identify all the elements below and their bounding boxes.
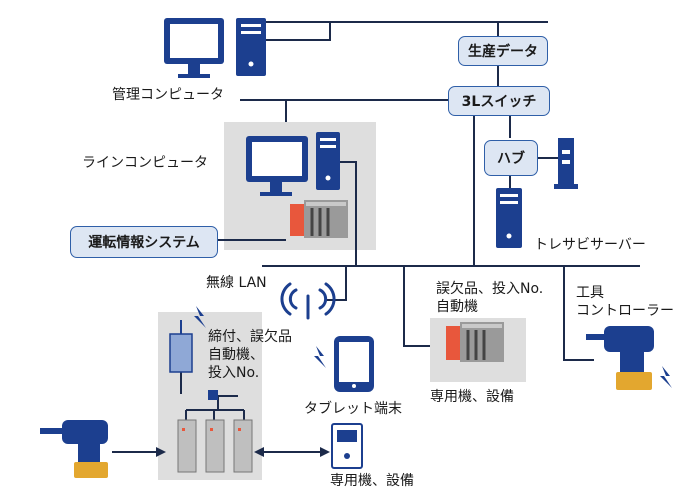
wifi-link: [326, 266, 347, 301]
plc-module-icon: [177, 419, 253, 473]
plc-module-icon: [290, 200, 348, 238]
controller-box-icon: [169, 320, 218, 400]
lightning-icon: [660, 366, 672, 388]
monitor-icon: [164, 18, 224, 78]
fastening-label-3: 投入No.: [208, 365, 260, 381]
arrowhead-3: [320, 447, 330, 457]
management-pc-label: 管理コンピュータ: [112, 87, 224, 103]
controller-box-icon: [331, 423, 363, 469]
wireless-lan-label: 無線 LAN: [206, 275, 267, 291]
server-tower-icon: [496, 188, 522, 248]
lightning-icon: [314, 346, 326, 368]
signal-light-icon: [554, 138, 578, 189]
l3-switch-box: 3Lスイッチ: [448, 86, 550, 116]
mgmt-pc-link: [254, 22, 331, 41]
arrowhead-2: [254, 447, 264, 457]
dedicated-equipment-mid-label: 専用機、設備: [430, 389, 514, 405]
tablet-label: タブレット端末: [304, 401, 402, 417]
auto-machine-label-1: 誤欠品、投入No.: [436, 281, 544, 297]
fastening-label-2: 自動機、: [208, 347, 264, 363]
fastening-label-1: 締付、誤欠品: [208, 329, 292, 345]
cordless-drill-icon: [40, 420, 108, 478]
operation-info-box: 運転情報システム: [70, 226, 218, 258]
wifi-antenna-icon: [280, 282, 336, 320]
arrowhead-1: [156, 447, 166, 457]
monitor-icon: [246, 136, 308, 196]
server-tower-icon: [316, 132, 340, 190]
automachine-link: [403, 266, 430, 347]
controller-link: [563, 266, 594, 361]
tool-controller-label-2: コントローラー: [576, 303, 674, 319]
cordless-drill-icon: [586, 326, 654, 390]
linepc-to-bus-link: [340, 161, 357, 266]
hub-box: ハブ: [484, 140, 538, 176]
auto-machine-label-2: 自動機: [436, 299, 478, 315]
production-data-box: 生産データ: [458, 36, 548, 66]
tracer-server-label: トレサビサーバー: [534, 237, 646, 253]
line-pc-label: ラインコンピュータ: [82, 155, 208, 171]
plc-module-icon: [446, 322, 504, 362]
server-tower-icon: [236, 18, 266, 76]
tablet-icon: [334, 336, 374, 392]
dedicated-equipment-bottom-label: 専用機、設備: [330, 473, 414, 489]
tool-controller-label-1: 工具: [576, 285, 604, 301]
lightning-icon: [194, 306, 206, 328]
